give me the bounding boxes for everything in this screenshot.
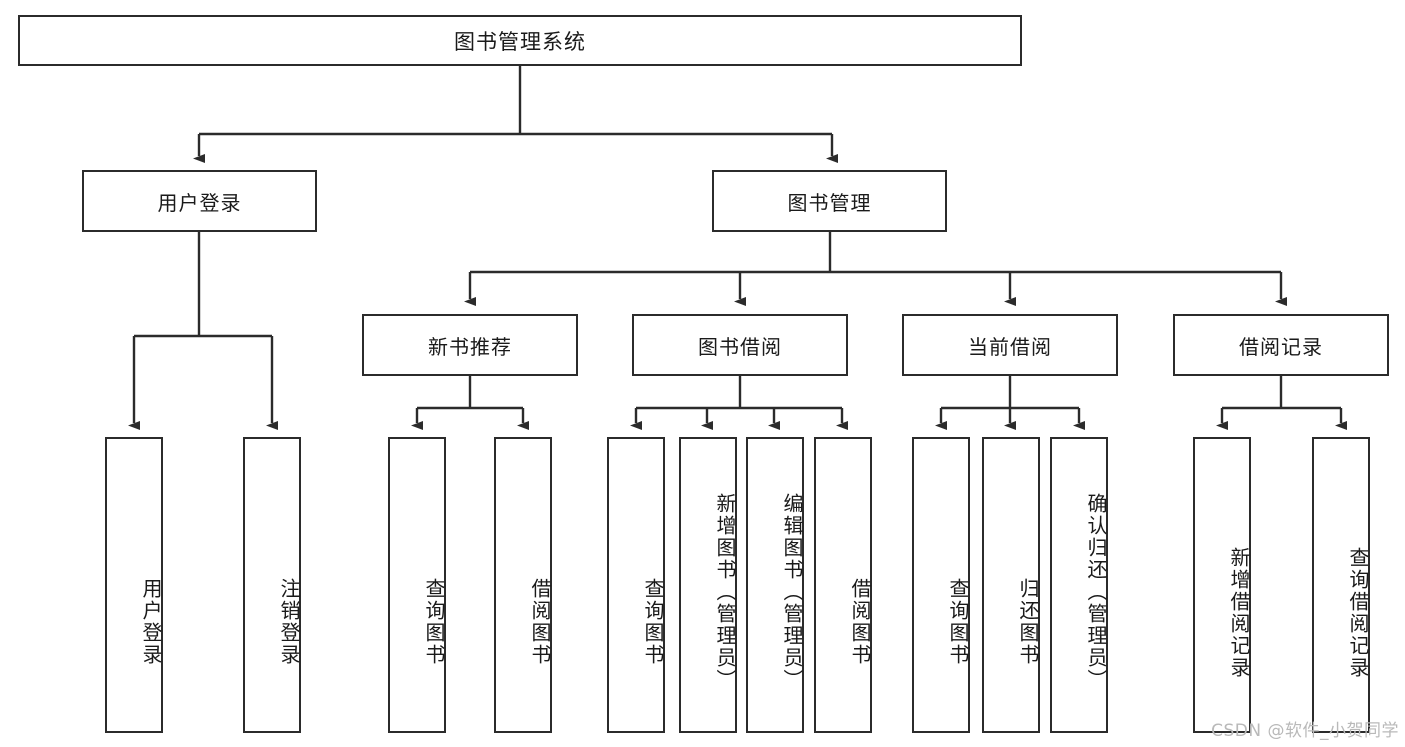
node-current-borrow[interactable]: 当前借阅 (902, 314, 1118, 376)
node-label: 图书借阅 (698, 334, 782, 359)
node-user-login[interactable]: 用户登录 (82, 170, 317, 232)
node-label: 新增借阅记录 (1227, 547, 1251, 679)
node-leaf-borrow-book-recommend[interactable]: 借阅图书 (494, 437, 552, 733)
node-label: 查询借阅记录 (1346, 547, 1370, 679)
node-label: 用户登录 (139, 578, 163, 666)
node-label: 新书推荐 (428, 334, 512, 359)
watermark: CSDN @软件_小贺同学 (1211, 721, 1399, 741)
node-label: 查询图书 (422, 578, 446, 666)
node-label: 图书管理系统 (454, 29, 586, 54)
node-borrow-record[interactable]: 借阅记录 (1173, 314, 1389, 376)
node-leaf-query-book-borrow[interactable]: 查询图书 (607, 437, 665, 733)
node-label: 注销登录 (277, 578, 301, 666)
node-label: 借阅图书 (528, 578, 552, 666)
node-leaf-add-borrow-record[interactable]: 新增借阅记录 (1193, 437, 1251, 733)
node-book-borrow[interactable]: 图书借阅 (632, 314, 848, 376)
node-label: 借阅图书 (848, 578, 872, 666)
node-leaf-confirm-return-admin[interactable]: 确认归还（管理员） (1050, 437, 1108, 733)
node-leaf-return-book[interactable]: 归还图书 (982, 437, 1040, 733)
node-leaf-user-login[interactable]: 用户登录 (105, 437, 163, 733)
node-new-book-recommend[interactable]: 新书推荐 (362, 314, 578, 376)
node-leaf-add-book-admin[interactable]: 新增图书（管理员） (679, 437, 737, 733)
node-label: 编辑图书（管理员） (780, 493, 804, 691)
node-leaf-query-borrow-record[interactable]: 查询借阅记录 (1312, 437, 1370, 733)
node-leaf-edit-book-admin[interactable]: 编辑图书（管理员） (746, 437, 804, 733)
node-label: 当前借阅 (968, 334, 1052, 359)
node-root-system[interactable]: 图书管理系统 (18, 15, 1022, 66)
node-label: 图书管理 (787, 190, 872, 215)
node-leaf-query-book-current[interactable]: 查询图书 (912, 437, 970, 733)
node-label: 查询图书 (946, 578, 970, 666)
node-label: 新增图书（管理员） (713, 493, 737, 691)
node-label: 查询图书 (641, 578, 665, 666)
node-leaf-borrow-book[interactable]: 借阅图书 (814, 437, 872, 733)
node-label: 用户登录 (157, 190, 242, 215)
node-leaf-logout[interactable]: 注销登录 (243, 437, 301, 733)
node-book-management[interactable]: 图书管理 (712, 170, 947, 232)
node-leaf-query-book-recommend[interactable]: 查询图书 (388, 437, 446, 733)
node-label: 确认归还（管理员） (1084, 493, 1108, 691)
node-label: 借阅记录 (1239, 334, 1323, 359)
node-label: 归还图书 (1016, 578, 1040, 666)
